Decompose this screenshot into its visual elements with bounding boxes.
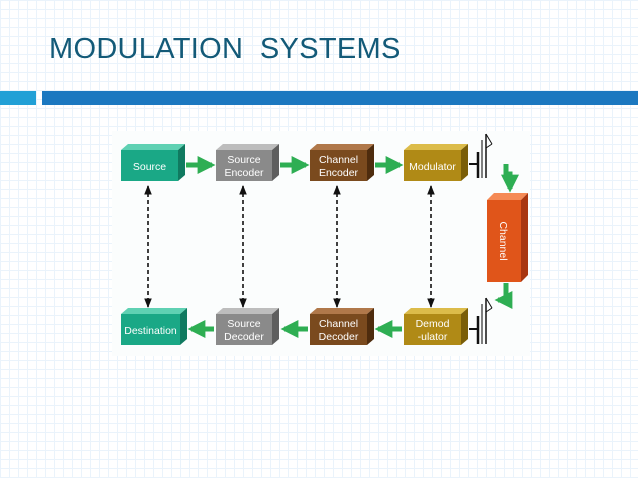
modulator-block: Modulator	[404, 144, 468, 181]
channel-encoder-label-line1: Channel	[319, 154, 358, 166]
source-encoder-label-line2: Encoder	[224, 167, 264, 179]
channel-block: Channel	[487, 193, 528, 282]
source-decoder-label-line1: Source	[227, 318, 260, 330]
receive-antenna-icon	[469, 297, 493, 344]
demodulator-block: Demod -ulator	[404, 308, 468, 345]
channel-decoder-block: Channel Decoder	[310, 308, 374, 345]
source-encoder-block: Source Encoder	[216, 144, 279, 181]
source-block: Source	[121, 144, 185, 181]
channel-encoder-block: Channel Encoder	[310, 144, 374, 181]
transmit-antenna-icon	[469, 133, 493, 178]
destination-label: Destination	[124, 325, 177, 337]
channel-label: Channel	[497, 221, 509, 260]
demodulator-label-line1: Demod	[416, 318, 450, 330]
source-label: Source	[133, 161, 166, 173]
channel-decoder-label-line1: Channel	[319, 318, 358, 330]
source-decoder-label-line2: Decoder	[224, 331, 264, 343]
title-accent-bar	[42, 91, 638, 105]
channel-decoder-label-line2: Decoder	[319, 331, 359, 343]
modulator-label: Modulator	[409, 161, 456, 173]
demodulator-label-line2: -ulator	[418, 331, 448, 343]
arrow-channel-to-antenna	[494, 283, 513, 309]
destination-block: Destination	[121, 308, 187, 345]
slide-title: MODULATION SYSTEMS	[49, 33, 401, 65]
title-accent-bar-left	[0, 91, 36, 105]
arrow-antenna-to-channel	[501, 164, 519, 193]
channel-encoder-label-line2: Encoder	[319, 167, 359, 179]
source-decoder-block: Source Decoder	[216, 308, 279, 345]
source-encoder-label-line1: Source	[227, 154, 260, 166]
